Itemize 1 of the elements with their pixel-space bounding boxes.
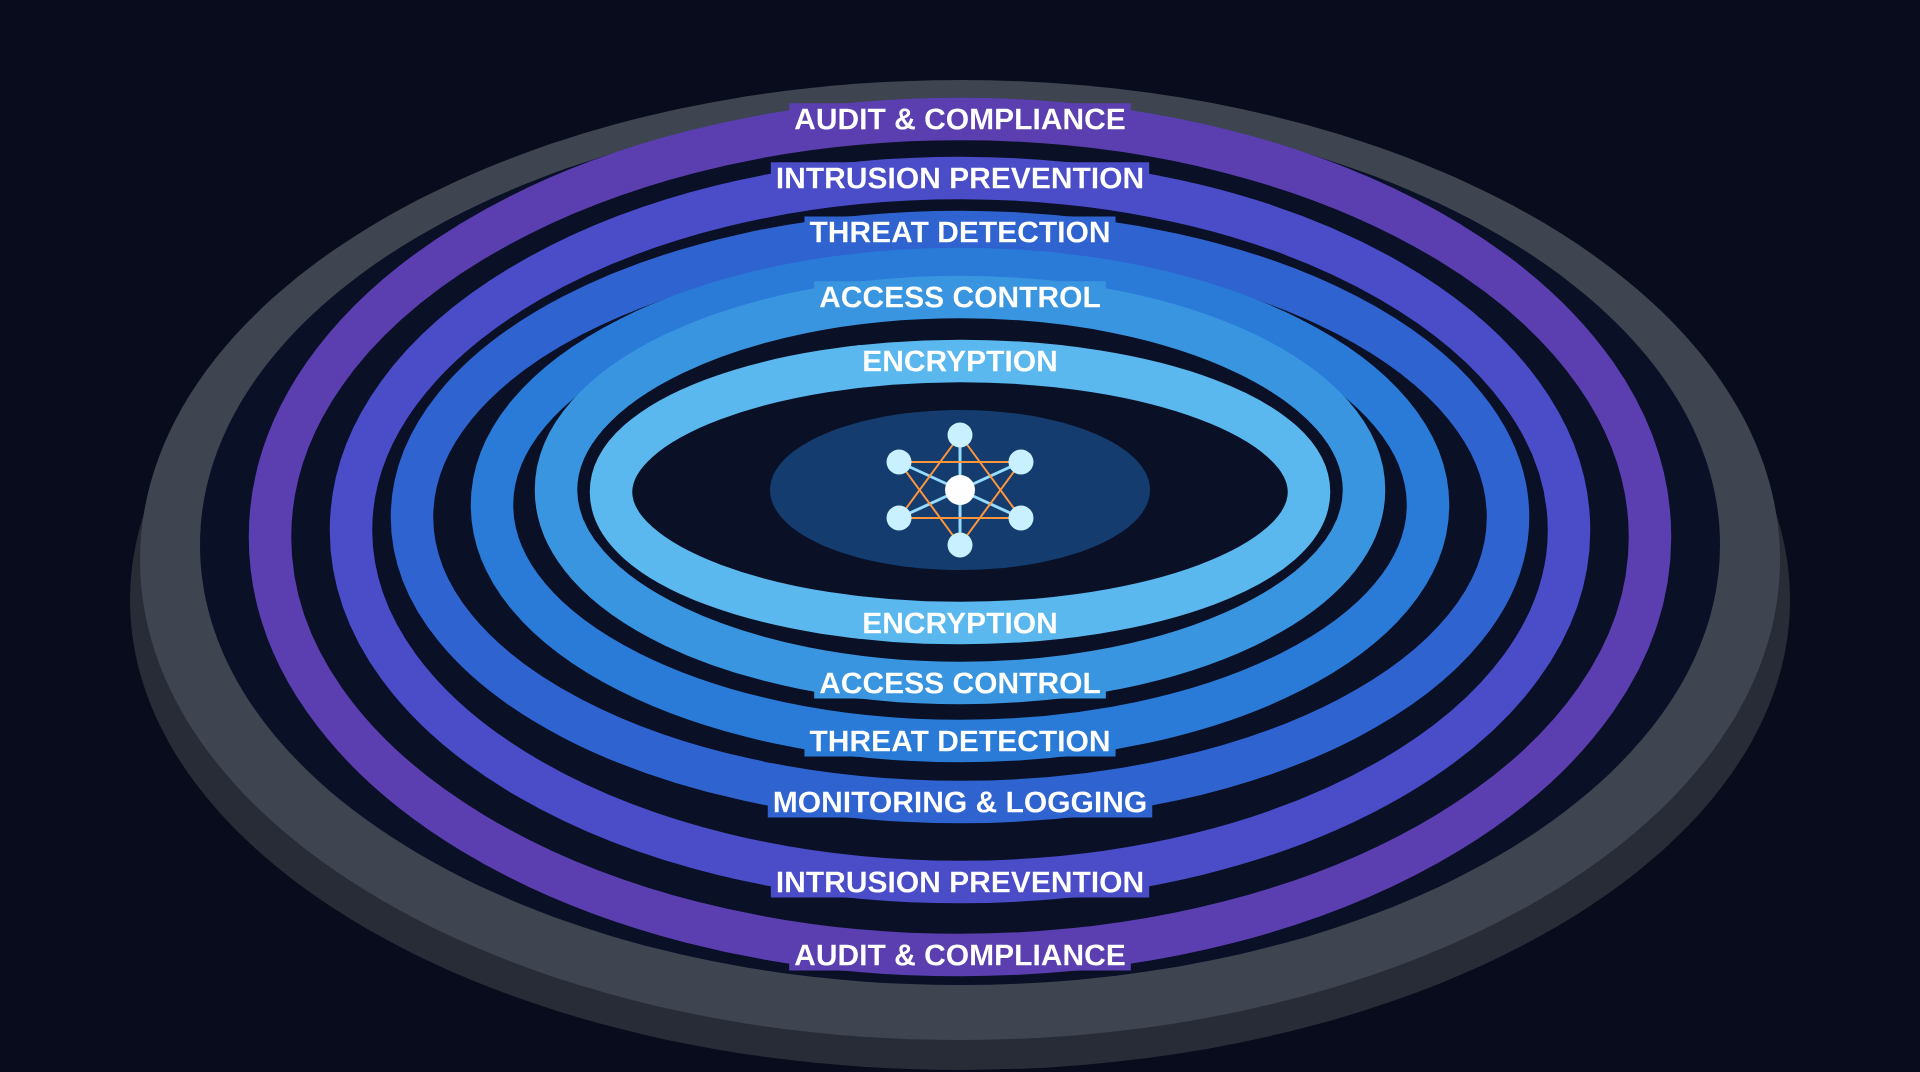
ring-band: ENCRYPTION ENCRYPTION [589, 339, 1331, 645]
